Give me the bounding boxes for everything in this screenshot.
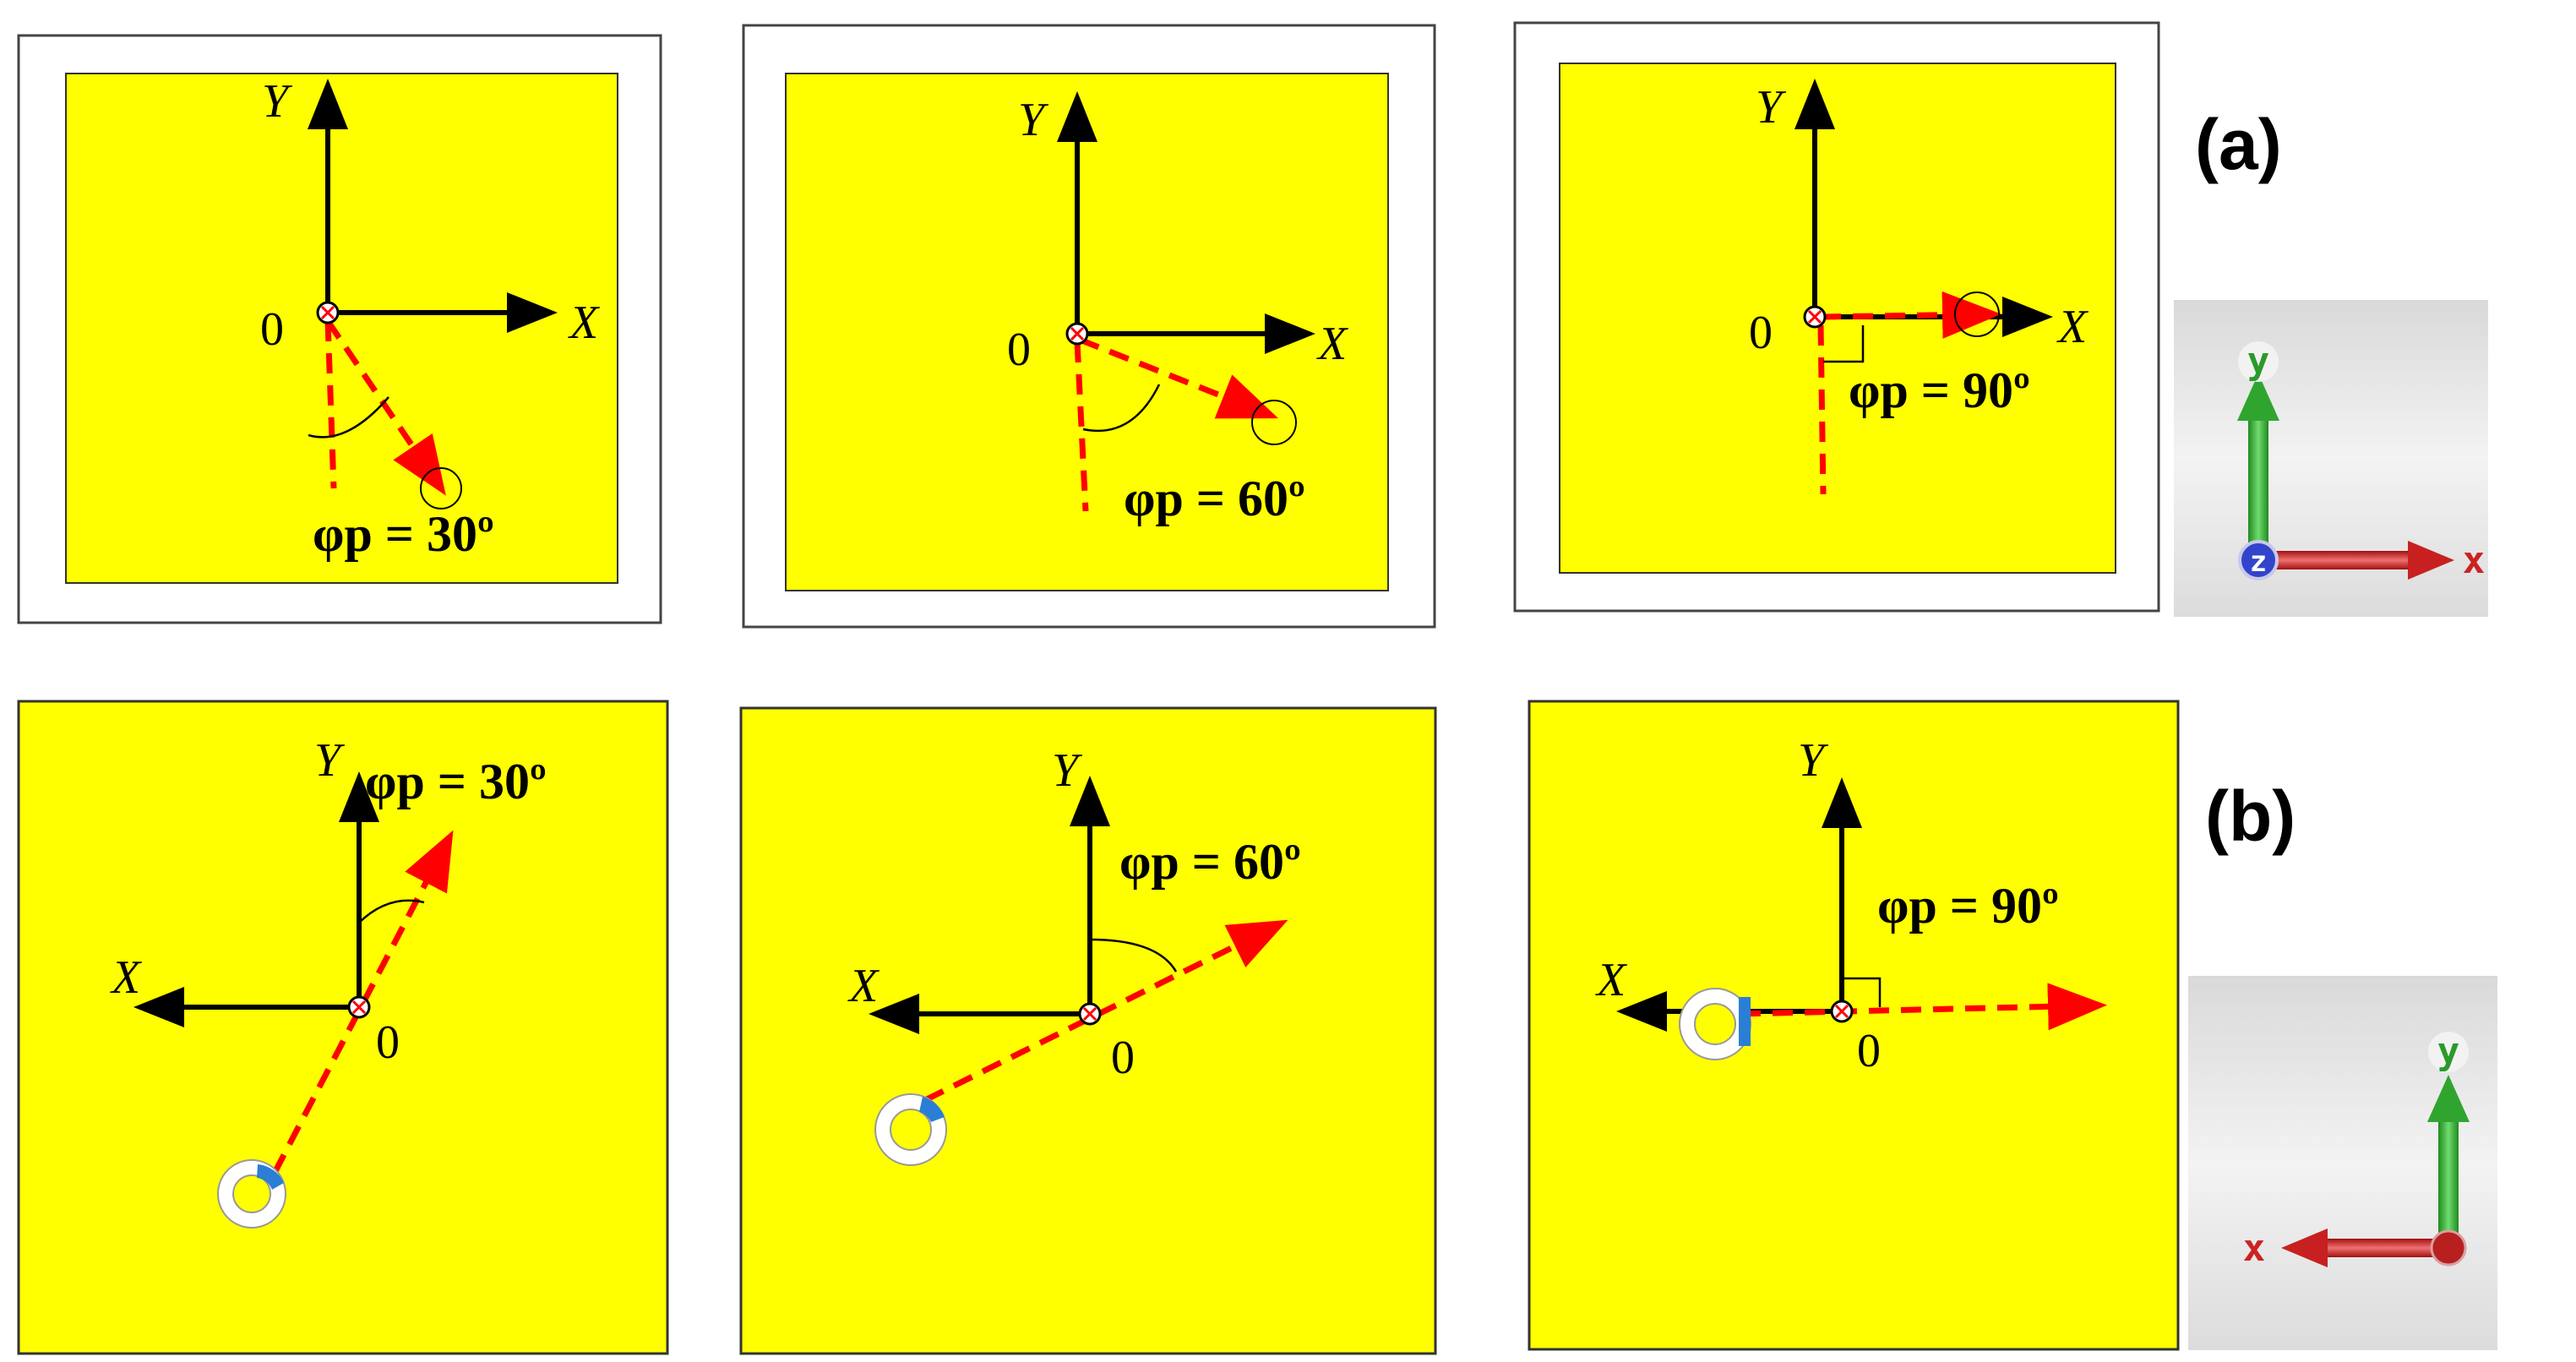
probe-direction-arrow <box>923 919 1288 1103</box>
angle-label: φp = 60º <box>1119 834 1301 890</box>
x-axis-label: X <box>2056 301 2089 353</box>
origin-cross <box>1834 1004 1849 1019</box>
panel-b1: Y X 0 φp = 30º <box>17 700 669 1355</box>
panel-b2: Y X 0 φp = 60º <box>739 706 1437 1355</box>
triad-x-head <box>2281 1229 2328 1267</box>
triad-x-shaft <box>2264 551 2416 569</box>
x-axis-label: X <box>568 297 601 349</box>
triad-y-shaft <box>2248 414 2268 545</box>
origin-cross <box>320 305 335 320</box>
origin-label: 0 <box>1857 1025 1881 1077</box>
triad-x-label: x <box>2463 539 2486 582</box>
y-axis-label: Y <box>262 75 293 128</box>
origin-cross <box>1082 1006 1097 1022</box>
origin-label: 0 <box>376 1016 400 1069</box>
angle-arc <box>308 396 389 439</box>
triad-y-badge <box>2238 341 2279 382</box>
reference-dashed-line <box>1074 341 1089 512</box>
reference-dashed-line <box>1817 324 1827 495</box>
right-angle-marker <box>1842 977 1882 1007</box>
triad-z-sphere <box>2238 540 2279 580</box>
y-axis-label: Y <box>1018 94 1049 146</box>
triad-x-label: x <box>2243 1227 2266 1270</box>
angle-label: φp = 30º <box>313 506 494 562</box>
x-axis-label: X <box>1595 954 1628 1006</box>
substrate-patch <box>739 706 1437 1355</box>
y-axis-label: Y <box>314 734 346 787</box>
probe-direction-arrow <box>1078 336 1279 419</box>
triad-origin-sphere <box>2430 1229 2467 1267</box>
reference-dashed-line <box>324 320 337 489</box>
panel-a3: Y X 0 φp = 90º <box>1513 21 2160 613</box>
triad-y-label: y <box>2437 1030 2460 1073</box>
origin-cross <box>351 1000 367 1015</box>
panel-b3: Y X 0 φp = 90º <box>1528 700 2180 1351</box>
feed-tab <box>257 1164 284 1190</box>
triad-y-badge <box>2428 1032 2469 1072</box>
x-axis-label: X <box>1316 318 1349 370</box>
triad-y-head <box>2237 373 2279 421</box>
origin-cross <box>1807 309 1822 324</box>
angle-arc <box>358 899 425 923</box>
triad-y-label: y <box>2247 340 2270 383</box>
angle-arc <box>1089 938 1178 972</box>
panel-a2: Y X 0 φp = 60º <box>742 24 1436 629</box>
coordinate-triad-a: y x z <box>2174 300 2488 617</box>
panel-label-a: (a) <box>2195 105 2282 184</box>
x-axis-label: X <box>110 951 143 1004</box>
angle-label: φp = 60º <box>1124 471 1305 526</box>
angle-label: φp = 90º <box>1877 878 2059 934</box>
origin-label: 0 <box>1111 1032 1135 1084</box>
angle-label: φp = 30º <box>365 754 547 809</box>
triad-x-head <box>2408 541 2454 580</box>
panel-label-b: (b) <box>2205 776 2296 856</box>
feed-ring-hole <box>232 1174 271 1213</box>
probe-direction-arrow <box>1740 983 2107 1031</box>
triad-y-head <box>2427 1075 2470 1122</box>
angle-arc <box>1082 384 1161 433</box>
triad-y-shaft <box>2438 1115 2459 1246</box>
substrate-patch <box>17 700 669 1355</box>
x-axis-label: X <box>847 960 880 1012</box>
right-angle-marker <box>1823 325 1865 363</box>
feed-tab <box>919 1097 945 1122</box>
origin-label: 0 <box>1749 307 1773 359</box>
panel-a1: Y X 0 φp = 30º <box>17 34 662 624</box>
triad-x-shaft <box>2319 1239 2437 1257</box>
feed-ring-hole <box>890 1109 932 1151</box>
probe-direction-arrow <box>1820 291 2001 339</box>
angle-label: φp = 90º <box>1849 362 2030 418</box>
feed-ring-hole <box>1694 1003 1736 1045</box>
probe-circle <box>1954 291 2000 337</box>
substrate-patch <box>1528 700 2180 1351</box>
coordinate-triad-b: y x <box>2188 976 2497 1350</box>
probe-circle <box>1251 400 1297 445</box>
origin-cross <box>1070 326 1085 341</box>
origin-label: 0 <box>260 303 284 356</box>
y-axis-label: Y <box>1798 734 1829 787</box>
probe-circle <box>420 467 462 509</box>
feed-tab <box>1739 997 1751 1046</box>
triad-z-label: z <box>2250 545 2267 579</box>
y-axis-label: Y <box>1052 744 1083 797</box>
origin-label: 0 <box>1007 324 1031 376</box>
y-axis-label: Y <box>1756 81 1787 133</box>
